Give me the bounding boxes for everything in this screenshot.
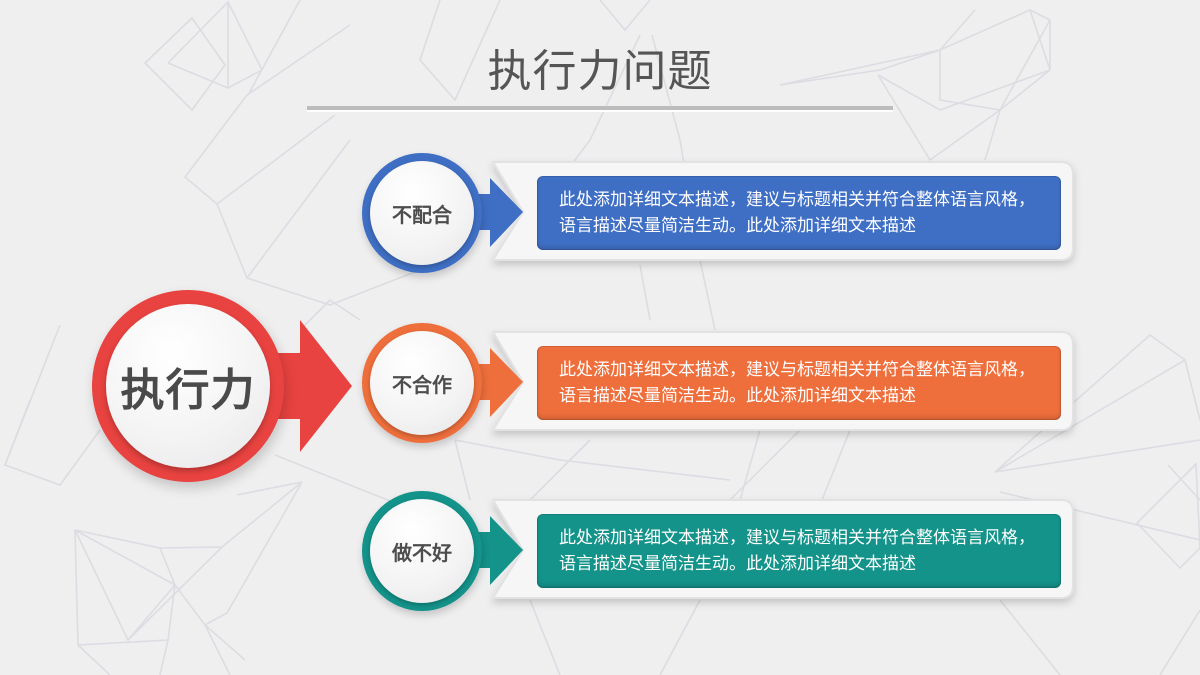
description-text: 此处添加详细文本描述，建议与标题相关并符合整体语言风格，语言描述尽量简洁生动。此… xyxy=(559,360,1035,406)
row-item-2: 不合作 此处添加详细文本描述，建议与标题相关并符合整体语言风格，语言描述尽量简洁… xyxy=(0,320,1200,450)
central-circle: 执行力 xyxy=(92,290,284,482)
category-label: 不配合 xyxy=(392,202,452,227)
page-title: 执行力问题 xyxy=(487,46,713,97)
description-text: 此处添加详细文本描述，建议与标题相关并符合整体语言风格，语言描述尽量简洁生动。此… xyxy=(559,190,1035,236)
row-item-1: 不配合 此处添加详细文本描述，建议与标题相关并符合整体语言风格，语言描述尽量简洁… xyxy=(0,150,1200,280)
description-text: 此处添加详细文本描述，建议与标题相关并符合整体语言风格，语言描述尽量简洁生动。此… xyxy=(559,528,1035,574)
title-divider xyxy=(307,106,893,110)
central-circle-inner: 执行力 xyxy=(106,304,270,468)
central-label: 执行力 xyxy=(120,365,256,416)
row-item-3: 做不好 此处添加详细文本描述，建议与标题相关并符合整体语言风格，语言描述尽量简洁… xyxy=(0,488,1200,618)
category-label: 不合作 xyxy=(392,372,452,397)
description-box: 此处添加详细文本描述，建议与标题相关并符合整体语言风格，语言描述尽量简洁生动。此… xyxy=(537,176,1061,250)
description-box: 此处添加详细文本描述，建议与标题相关并符合整体语言风格，语言描述尽量简洁生动。此… xyxy=(537,514,1061,588)
category-label: 做不好 xyxy=(392,540,452,565)
description-box: 此处添加详细文本描述，建议与标题相关并符合整体语言风格，语言描述尽量简洁生动。此… xyxy=(537,346,1061,420)
category-circle: 不配合 xyxy=(362,153,482,273)
category-circle: 不合作 xyxy=(362,323,482,443)
category-circle: 做不好 xyxy=(362,491,482,611)
